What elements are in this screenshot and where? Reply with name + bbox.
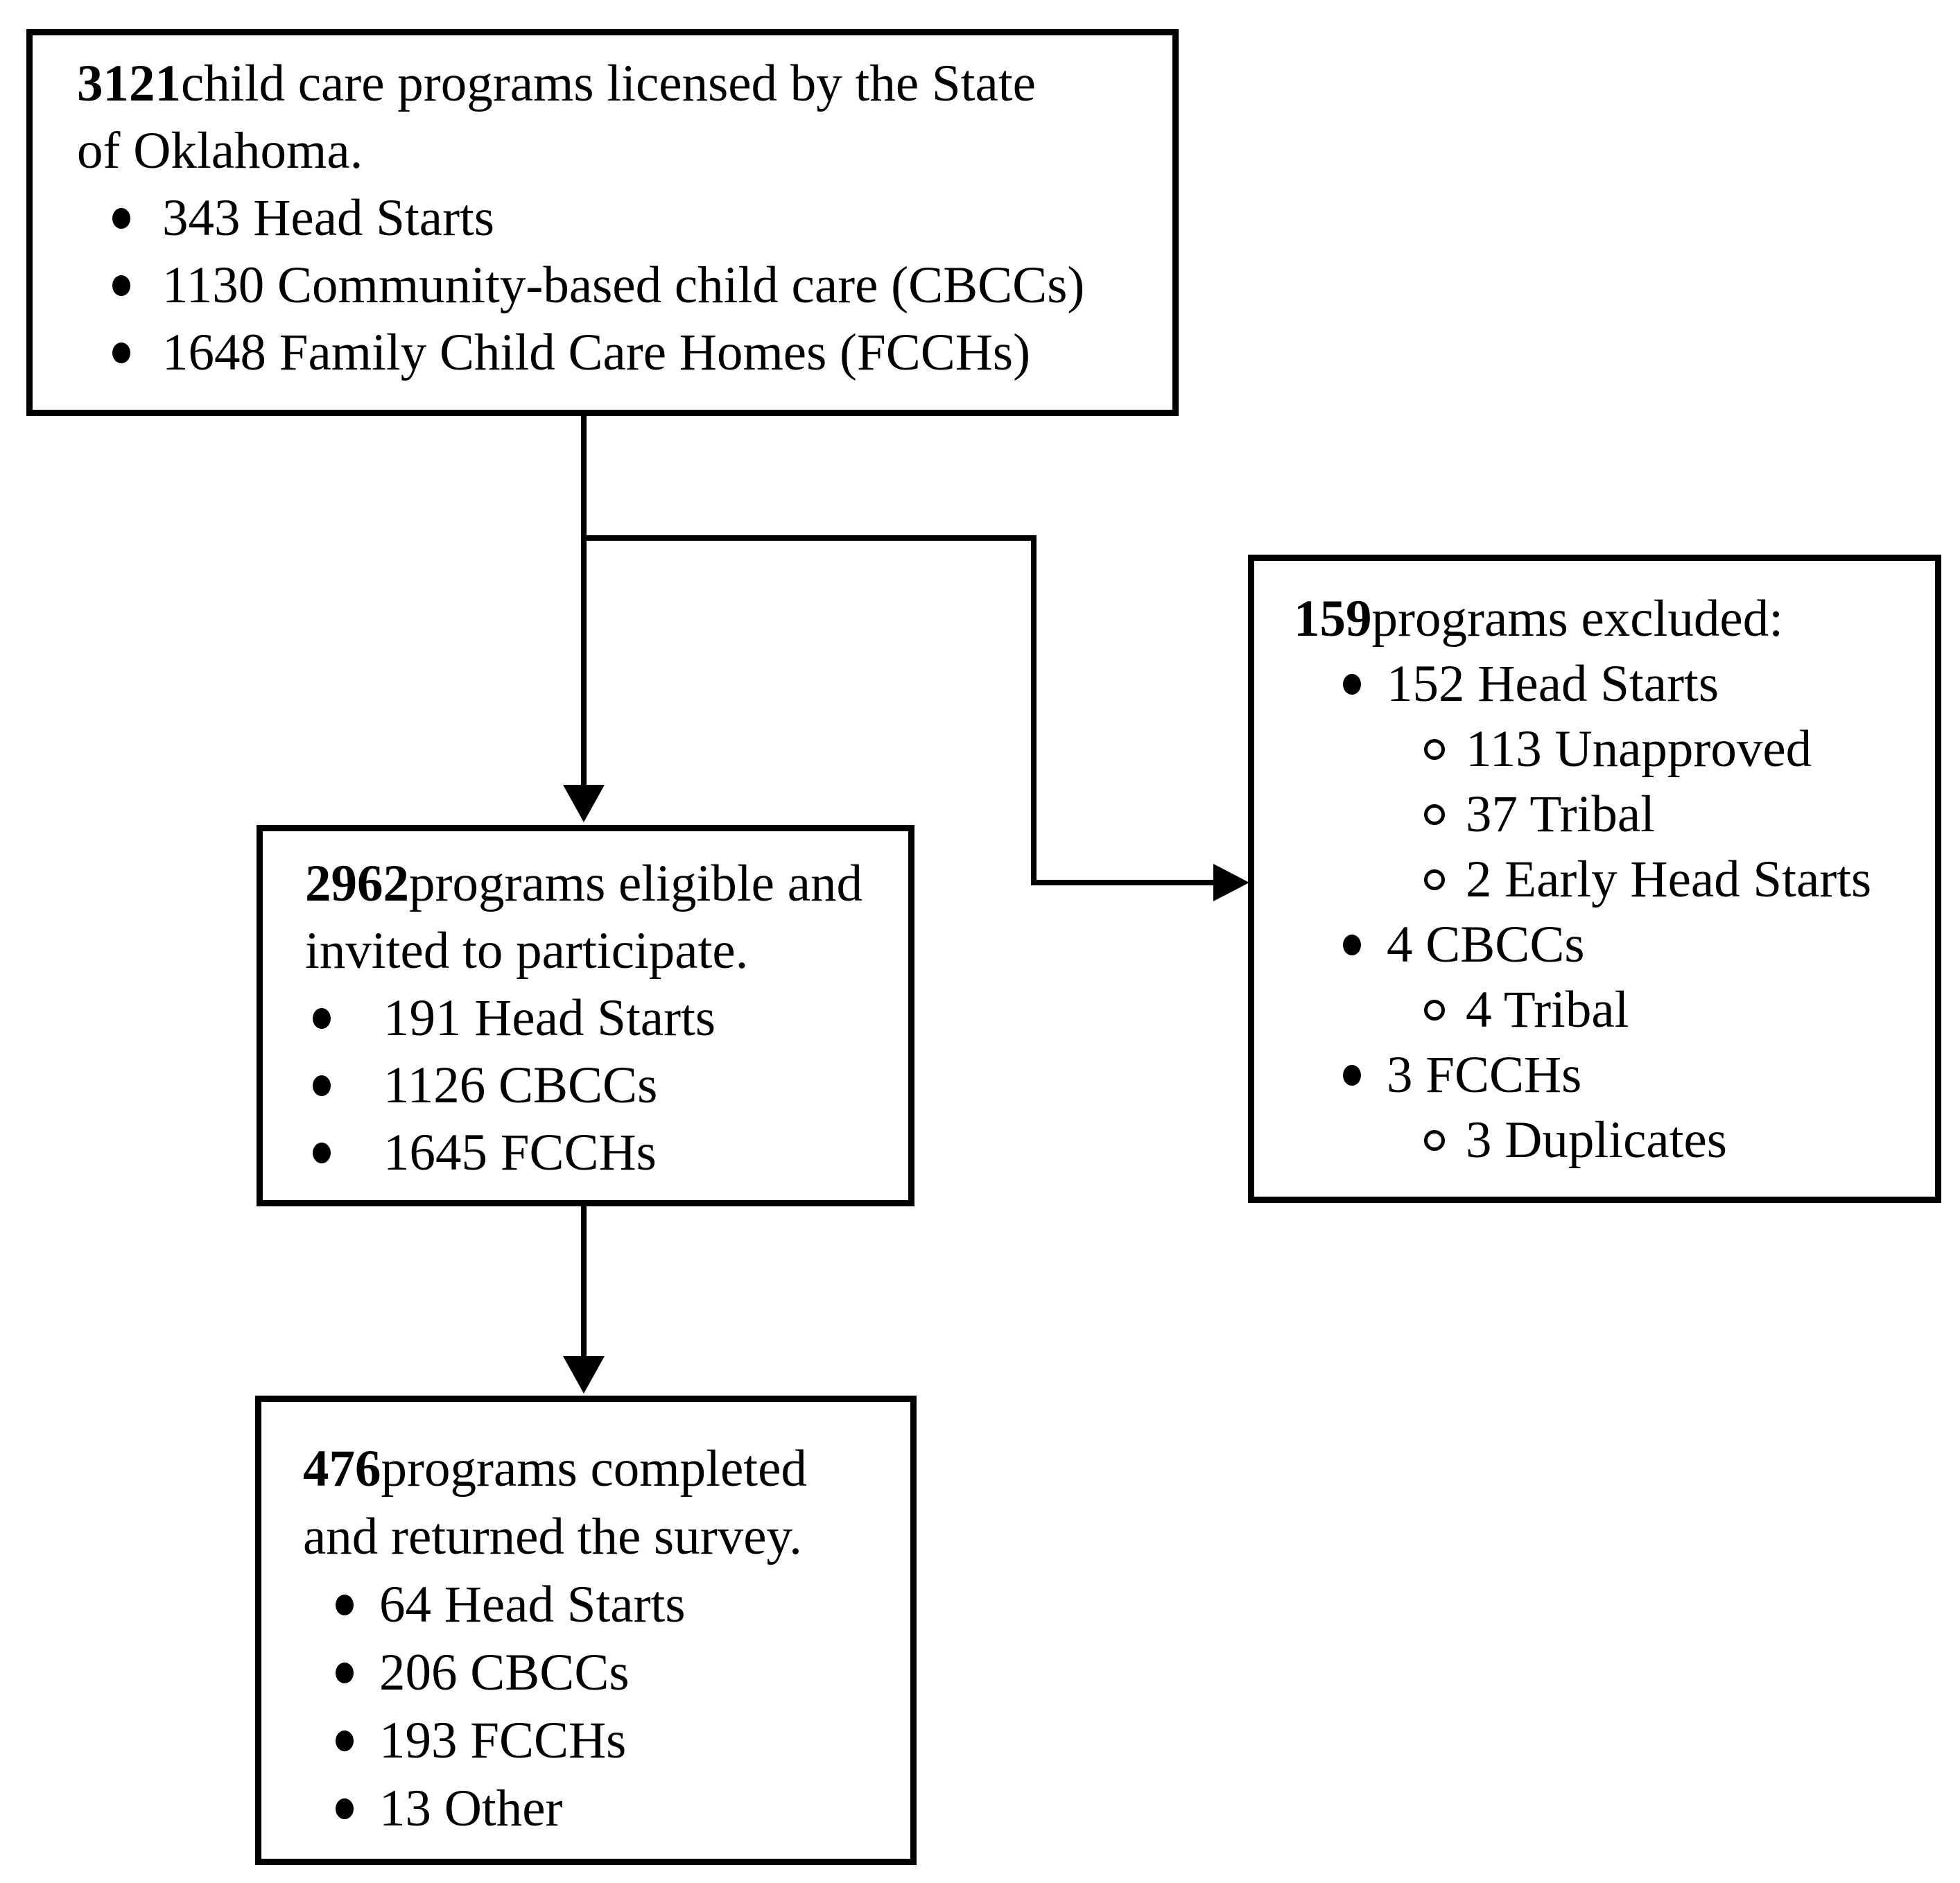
list-item-label: 1645 FCCHs bbox=[383, 1124, 657, 1181]
list-item: 1126 CBCCs bbox=[263, 1052, 908, 1119]
heading-text: programs eligible and bbox=[409, 855, 862, 912]
flow-box-completed: 476 programs completed and returned the … bbox=[255, 1396, 917, 1865]
list-item-label: 1648 Family Child Care Homes (FCCHs) bbox=[162, 324, 1031, 381]
list-subitem-label: 113 Unapproved bbox=[1466, 720, 1812, 778]
bullet-dot-icon bbox=[313, 1142, 331, 1163]
arrow-right-icon bbox=[1213, 864, 1249, 901]
list-item-label: 193 FCCHs bbox=[379, 1712, 627, 1769]
list-item: 1648 Family Child Care Homes (FCCHs) bbox=[33, 319, 1172, 386]
list-item-label: 191 Head Starts bbox=[383, 989, 716, 1047]
heading-text: invited to participate. bbox=[305, 922, 749, 980]
heading-line: 3121 child care programs licensed by the… bbox=[33, 50, 1172, 117]
list-subitem: 113 Unapproved bbox=[1254, 717, 1935, 782]
connector-eligible-to-completed bbox=[581, 1206, 587, 1357]
connector-branch-to-excluded bbox=[1031, 880, 1216, 885]
list-item: 4 CBCCs bbox=[1254, 912, 1935, 978]
bullet-dot-icon bbox=[112, 207, 130, 229]
list-item: 152 Head Starts bbox=[1254, 652, 1935, 717]
heading-text: child care programs licensed by the Stat… bbox=[181, 55, 1036, 112]
count-completed: 476 bbox=[303, 1440, 381, 1498]
list-subitem: 37 Tribal bbox=[1254, 782, 1935, 847]
list-item-label: 206 CBCCs bbox=[379, 1644, 630, 1701]
list-item-label: 4 CBCCs bbox=[1387, 916, 1585, 973]
list-subitem: 2 Early Head Starts bbox=[1254, 847, 1935, 912]
heading-text: programs excluded: bbox=[1371, 590, 1784, 648]
list-item: 1645 FCCHs bbox=[263, 1119, 908, 1186]
bullet-circle-icon bbox=[1424, 739, 1445, 760]
list-subitem-label: 37 Tribal bbox=[1466, 786, 1656, 843]
bullet-dot-icon bbox=[336, 1730, 354, 1751]
heading-line: and returned the survey. bbox=[261, 1503, 910, 1571]
connector-licensed-to-eligible bbox=[581, 415, 587, 786]
bullet-dot-icon bbox=[336, 1663, 354, 1683]
bullet-dot-icon bbox=[1343, 674, 1361, 695]
list-item-label: 13 Other bbox=[379, 1780, 563, 1837]
list-item-label: 1126 CBCCs bbox=[383, 1057, 658, 1114]
list-item: 193 FCCHs bbox=[261, 1707, 910, 1775]
bullet-circle-icon bbox=[1424, 804, 1445, 825]
list-item-label: 343 Head Starts bbox=[162, 189, 495, 247]
list-item: 13 Other bbox=[261, 1775, 910, 1843]
heading-text: and returned the survey. bbox=[303, 1508, 802, 1565]
bullet-dot-icon bbox=[1343, 935, 1361, 955]
heading-line: 2962 programs eligible and bbox=[263, 850, 908, 917]
bullet-dot-icon bbox=[313, 1007, 331, 1029]
count-eligible: 2962 bbox=[305, 855, 409, 912]
flow-box-eligible: 2962 programs eligible and invited to pa… bbox=[257, 825, 914, 1206]
bullet-dot-icon bbox=[336, 1595, 354, 1615]
arrow-down-icon bbox=[563, 785, 605, 822]
flow-box-licensed: 3121 child care programs licensed by the… bbox=[26, 29, 1179, 416]
list-item-label: 64 Head Starts bbox=[379, 1576, 686, 1633]
heading-text: of Oklahoma. bbox=[77, 122, 363, 180]
list-subitem-label: 3 Duplicates bbox=[1466, 1111, 1727, 1169]
list-item: 206 CBCCs bbox=[261, 1639, 910, 1707]
list-subitem-label: 4 Tribal bbox=[1466, 981, 1629, 1039]
bullet-circle-icon bbox=[1424, 1130, 1445, 1151]
list-item: 1130 Community-based child care (CBCCs) bbox=[33, 252, 1172, 319]
list-item-label: 1130 Community-based child care (CBCCs) bbox=[162, 257, 1085, 314]
heading-line: 476 programs completed bbox=[261, 1435, 910, 1503]
bullet-circle-icon bbox=[1424, 869, 1445, 890]
arrow-down-icon bbox=[563, 1356, 605, 1394]
list-item-label: 3 FCCHs bbox=[1387, 1046, 1582, 1104]
heading-line: of Oklahoma. bbox=[33, 117, 1172, 184]
bullet-dot-icon bbox=[313, 1075, 331, 1096]
count-licensed: 3121 bbox=[77, 55, 181, 112]
bullet-dot-icon bbox=[336, 1798, 354, 1819]
list-item: 3 FCCHs bbox=[1254, 1043, 1935, 1108]
flow-box-excluded: 159 programs excluded: 152 Head Starts 1… bbox=[1248, 555, 1941, 1203]
list-subitem: 4 Tribal bbox=[1254, 978, 1935, 1043]
heading-text: programs completed bbox=[381, 1440, 807, 1498]
list-item: 64 Head Starts bbox=[261, 1571, 910, 1639]
list-item: 343 Head Starts bbox=[33, 184, 1172, 252]
heading-line: 159 programs excluded: bbox=[1254, 587, 1935, 652]
connector-branch-horizontal bbox=[581, 535, 1037, 541]
bullet-dot-icon bbox=[112, 342, 130, 363]
list-subitem: 3 Duplicates bbox=[1254, 1108, 1935, 1173]
bullet-dot-icon bbox=[112, 275, 130, 296]
list-subitem-label: 2 Early Head Starts bbox=[1466, 851, 1872, 908]
bullet-circle-icon bbox=[1424, 1000, 1445, 1021]
count-excluded: 159 bbox=[1294, 590, 1372, 648]
heading-line: invited to participate. bbox=[263, 917, 908, 984]
bullet-dot-icon bbox=[1343, 1065, 1361, 1086]
list-item-label: 152 Head Starts bbox=[1387, 655, 1719, 713]
list-item: 191 Head Starts bbox=[263, 984, 908, 1052]
connector-branch-vertical bbox=[1031, 535, 1037, 885]
